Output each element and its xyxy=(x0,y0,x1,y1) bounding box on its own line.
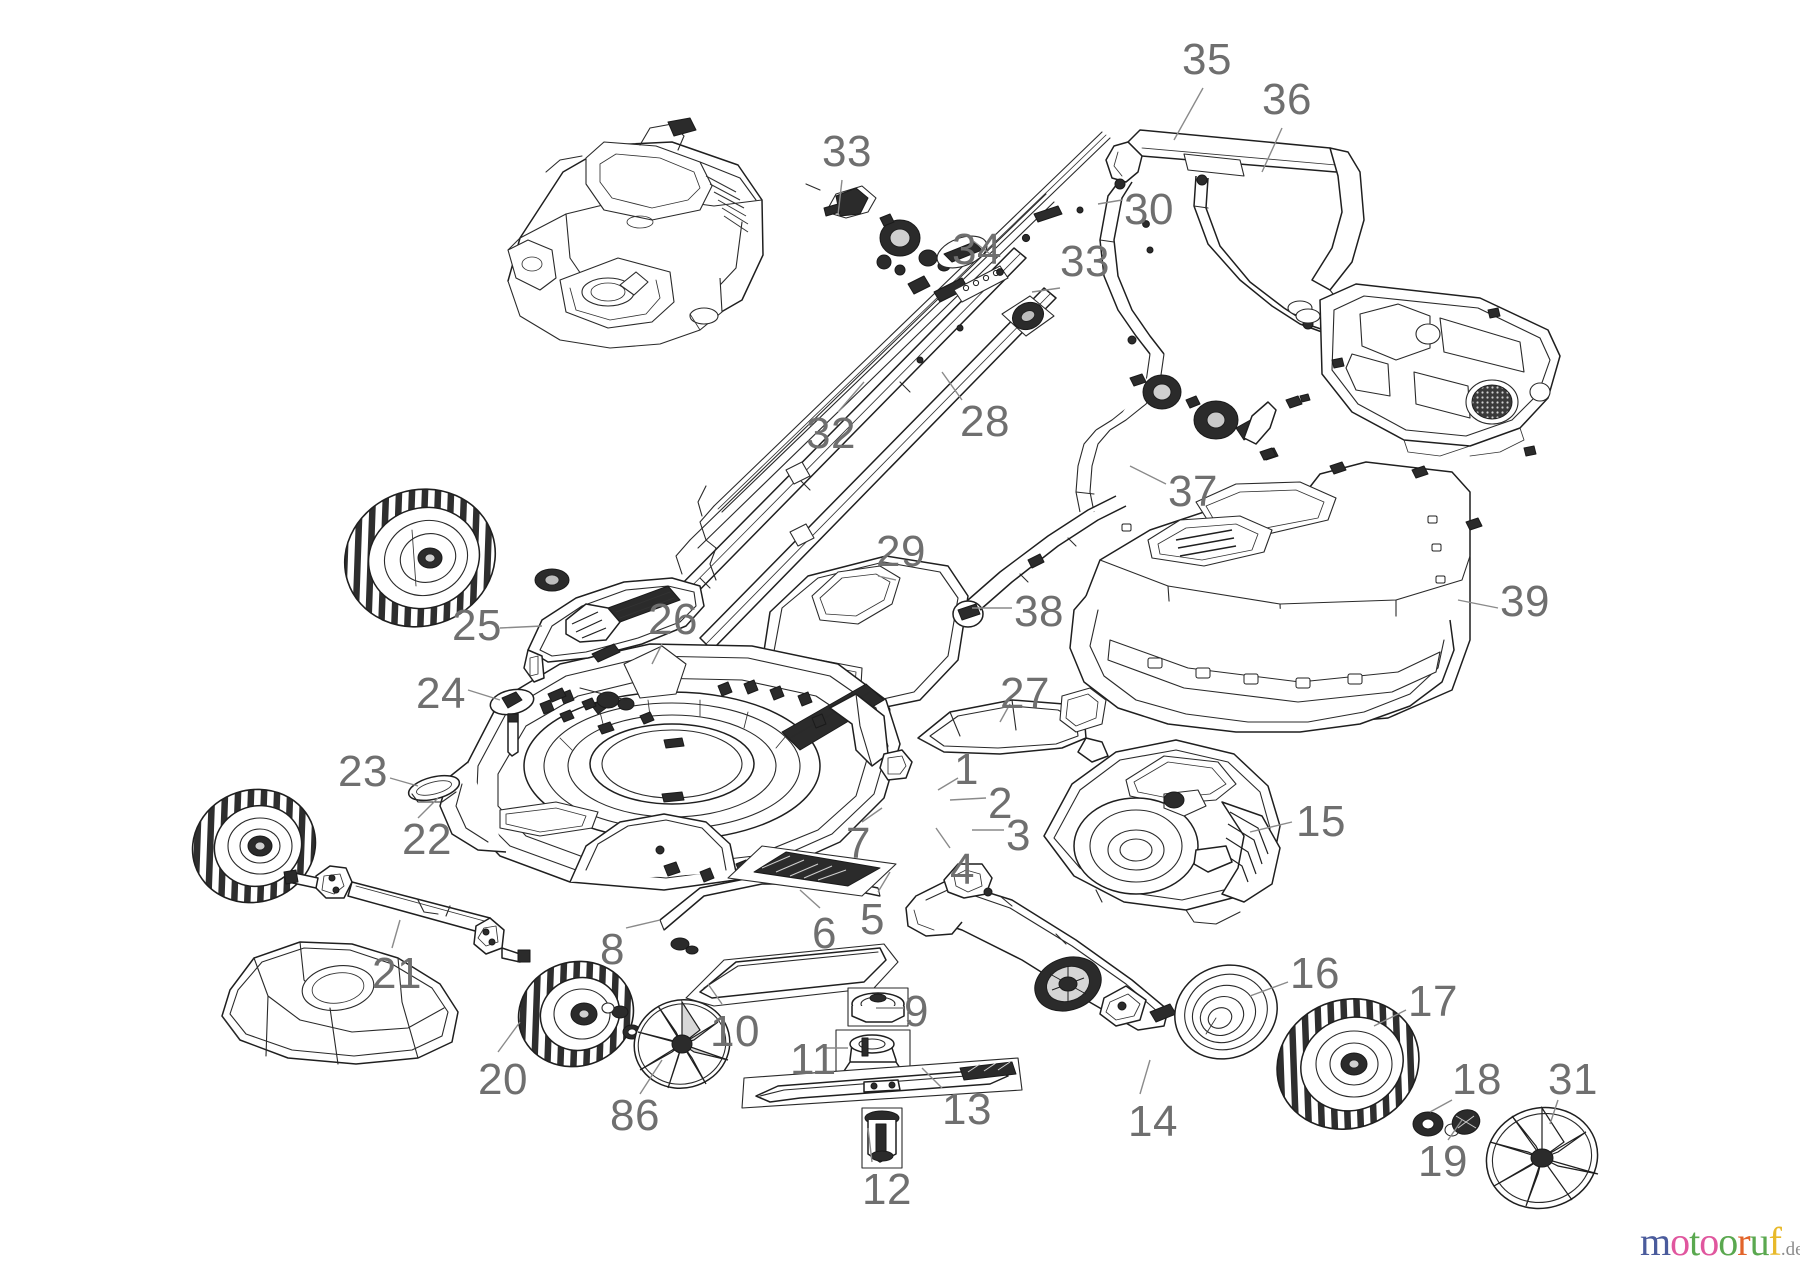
callout-label-17: 17 xyxy=(1408,977,1458,1026)
callout-label-37: 37 xyxy=(1168,467,1218,516)
motoruf-watermark: motooruf.de xyxy=(1640,1222,1800,1262)
callout-label-24: 24 xyxy=(416,669,466,718)
callout-label-31: 31 xyxy=(1548,1055,1598,1104)
watermark-letter-0: m xyxy=(1640,1219,1671,1264)
height-adjust-art xyxy=(489,568,705,757)
callout-label-13: 13 xyxy=(942,1085,992,1134)
watermark-letter-1: o xyxy=(1670,1219,1690,1264)
callout-label-10: 10 xyxy=(710,1007,760,1056)
blade-group-art xyxy=(741,987,1023,1169)
grass-catcher-art xyxy=(1069,447,1483,733)
gearbox-art xyxy=(1043,739,1281,925)
callout-label-36: 36 xyxy=(1262,75,1312,124)
front-wheel-20-art xyxy=(517,960,679,1068)
watermark-suffix: .de xyxy=(1780,1239,1800,1260)
leader-lines xyxy=(389,87,1559,1163)
rear-wheel-left-art xyxy=(191,788,317,904)
callout-label-27: 27 xyxy=(1000,669,1050,718)
cables-art xyxy=(665,131,1303,651)
callout-label-3: 3 xyxy=(1006,811,1031,860)
adjust-rod-art xyxy=(283,865,531,963)
callout-label-1: 1 xyxy=(954,745,979,794)
mulch-plug-art xyxy=(221,941,459,1065)
watermark-letter-5: r xyxy=(1737,1219,1750,1264)
callout-label-39: 39 xyxy=(1500,577,1550,626)
callout-label-22: 22 xyxy=(402,815,452,864)
callout-label-2: 2 xyxy=(988,779,1013,828)
callout-label-4: 4 xyxy=(950,845,975,894)
watermark-letter-2: t xyxy=(1689,1219,1700,1264)
callout-label-26: 26 xyxy=(648,595,698,644)
callout-label-6: 6 xyxy=(812,909,837,958)
watermark-letter-4: o xyxy=(1718,1219,1738,1264)
callout-label-33b: 33 xyxy=(1060,237,1110,286)
watermark-letter-6: u xyxy=(1749,1219,1770,1264)
support-rods-art xyxy=(601,845,899,1019)
mower-deck-art xyxy=(439,643,913,891)
callout-label-86: 86 xyxy=(610,1091,660,1140)
callout-label-21: 21 xyxy=(372,949,422,998)
rear-wheels-right-art xyxy=(1174,964,1599,1210)
callout-label-38: 38 xyxy=(1014,587,1064,636)
callout-label-5: 5 xyxy=(860,895,885,944)
callout-label-30: 30 xyxy=(1124,185,1174,234)
callout-label-11: 11 xyxy=(790,1035,837,1084)
callout-label-34: 34 xyxy=(952,225,1002,274)
callout-label-33a: 33 xyxy=(822,127,872,176)
callout-label-29: 29 xyxy=(876,527,926,576)
callout-label-8: 8 xyxy=(600,925,625,974)
callout-label-19: 19 xyxy=(1418,1137,1468,1186)
callout-label-20: 20 xyxy=(478,1055,528,1104)
callout-label-35: 35 xyxy=(1182,35,1232,84)
pulley-86-art xyxy=(633,999,731,1089)
control-panel-art xyxy=(1287,283,1561,457)
engine-assembly-art xyxy=(507,117,764,349)
callout-label-23: 23 xyxy=(338,747,388,796)
callout-label-28: 28 xyxy=(960,397,1010,446)
front-wheel-upper-art xyxy=(343,488,497,628)
callout-label-32: 32 xyxy=(806,409,856,458)
callout-label-14: 14 xyxy=(1128,1097,1178,1146)
callout-label-16: 16 xyxy=(1290,949,1340,998)
callout-label-9: 9 xyxy=(904,987,929,1036)
callout-label-12: 12 xyxy=(862,1165,912,1214)
callout-label-18: 18 xyxy=(1452,1055,1502,1104)
callout-label-25: 25 xyxy=(452,601,502,650)
drive-axle-art xyxy=(905,863,1177,1031)
cap-plug-art xyxy=(407,774,461,803)
watermark-letter-3: o xyxy=(1699,1219,1719,1264)
watermark-letter-7: f xyxy=(1768,1219,1782,1264)
callout-label-15: 15 xyxy=(1296,797,1346,846)
callout-label-7: 7 xyxy=(846,819,871,868)
rear-chute-art xyxy=(917,687,1109,763)
handle-bar-art xyxy=(1075,129,1365,513)
